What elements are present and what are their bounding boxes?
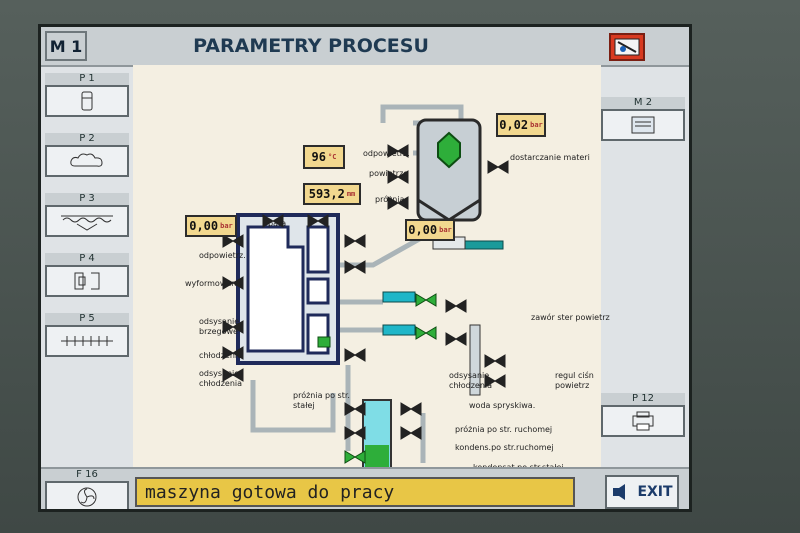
- nav-button-p2[interactable]: [45, 145, 129, 177]
- title-bar: M 1 PARAMETRY PROCESU: [41, 27, 689, 67]
- nav-label-m2: M 2: [601, 97, 685, 109]
- screen-id-badge: M 1: [45, 31, 87, 61]
- alarm-button[interactable]: [609, 33, 645, 61]
- label-woda: woda spryskiwa.: [469, 401, 536, 410]
- document-icon: [631, 116, 655, 134]
- nav-button-f16[interactable]: [45, 481, 129, 509]
- speaker-icon: [613, 484, 626, 500]
- printer-icon: [632, 411, 654, 431]
- fan-icon: [77, 487, 97, 507]
- nav-button-p1[interactable]: [45, 85, 129, 117]
- nav-label-p12: P 12: [601, 393, 685, 405]
- label-para: para: [268, 219, 287, 228]
- mold-icon: [74, 272, 100, 290]
- heater-icon: [61, 215, 113, 231]
- label-proznia-stalej: próżnia po str. stałej: [293, 391, 350, 410]
- exit-label: EXIT: [637, 484, 673, 500]
- nav-label-p5: P 5: [45, 313, 129, 325]
- nav-label-p4: P 4: [45, 253, 129, 265]
- label-regul: regul ciśn powietrz: [555, 371, 594, 390]
- nav-button-p4[interactable]: [45, 265, 129, 297]
- nav-button-p3[interactable]: [45, 205, 129, 237]
- label-proznia: próżnia: [375, 195, 405, 204]
- nav-label-f16: F 16: [45, 469, 129, 481]
- page-title: PARAMETRY PROCESU: [193, 35, 429, 57]
- alarm-icon: [614, 38, 640, 56]
- right-nav: M 2 P 12: [599, 67, 689, 467]
- cloud-icon: [70, 153, 103, 167]
- nav-button-m2[interactable]: [601, 109, 685, 141]
- cooling-icon: [61, 336, 113, 346]
- nav-label-p2: P 2: [45, 133, 129, 145]
- bottle-icon: [81, 91, 93, 111]
- label-odpowietrz-top: odpowietrz.: [363, 149, 410, 158]
- bottom-bar: F 16 maszyna gotowa do pracy EXIT: [41, 467, 689, 509]
- label-kondens-ruchomej: kondens.po str.ruchomej: [455, 443, 554, 452]
- nav-label-p1: P 1: [45, 73, 129, 85]
- temperature-readout: 96°C: [303, 145, 345, 169]
- label-powietrze: powietrze: [369, 169, 409, 178]
- nav-button-p12[interactable]: [601, 405, 685, 437]
- label-odpowietrz-left: odpowietrz.: [199, 251, 246, 260]
- label-wyformowanie: wyformowanie: [185, 279, 244, 288]
- label-odsysanie-chlodzenia-mid: odsysanie chłodzenia: [449, 371, 493, 390]
- nav-button-p5[interactable]: [45, 325, 129, 357]
- left-nav: P 1 P 2 P 3 P 4 P 5: [41, 67, 133, 467]
- label-chlodzenie: chłodzenie: [199, 351, 243, 360]
- hmi-screen: M 1 PARAMETRY PROCESU P 1 P 2 P 3 P 4 P …: [38, 24, 692, 512]
- status-message: maszyna gotowa do pracy: [135, 477, 575, 507]
- label-odsysanie-brzegowe: odsysanie brzegowe: [199, 317, 240, 336]
- label-dostarczanie: dostarczanie materi: [510, 153, 590, 162]
- exit-button[interactable]: EXIT: [605, 475, 679, 509]
- label-zawor: zawór ster powietrz: [531, 313, 610, 322]
- nav-label-p3: P 3: [45, 193, 129, 205]
- label-odsysanie-chlodzenia-left: odsysanie chłodzenia: [199, 369, 243, 388]
- label-proznia-ruchomej: próżnia po str. ruchomej: [455, 425, 553, 434]
